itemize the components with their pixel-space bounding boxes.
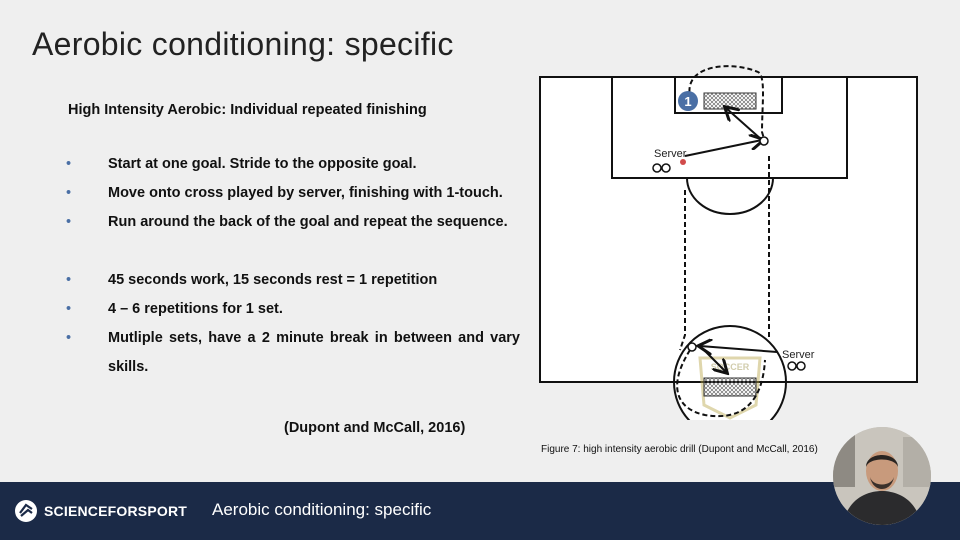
bullet-item: • Run around the back of the goal and rep…: [66, 208, 520, 237]
webcam-overlay: [833, 427, 931, 525]
bullet-marker: •: [66, 214, 72, 230]
bullet-text: Move onto cross played by server, finish…: [108, 185, 503, 201]
top-penalty-arc: [686, 177, 774, 215]
pass-arrow-top: [684, 140, 762, 157]
drill-diagram: SOCCER 1 Server Server: [539, 65, 918, 420]
watermark-logo: SOCCER: [698, 356, 762, 420]
bullet-item: • Mutliple sets, have a 2 minute break in…: [66, 324, 520, 382]
shot-arrow-bottom: [699, 345, 726, 372]
shot-arrow-top: [726, 108, 763, 141]
soccer-ball-icon: [787, 361, 797, 371]
run-path-left: [679, 65, 766, 351]
bullet-text: 45 seconds work, 15 seconds rest = 1 rep…: [108, 272, 438, 288]
pass-arrow-bottom: [700, 346, 778, 352]
bullet-item: • 4 – 6 repetitions for 1 set.: [66, 295, 520, 324]
soccer-ball-icon: [759, 136, 769, 146]
soccer-ball-icon: [652, 163, 662, 173]
bullet-marker: •: [66, 156, 72, 172]
figure-caption: Figure 7: high intensity aerobic drill (…: [541, 444, 818, 455]
bullet-text: Run around the back of the goal and repe…: [108, 214, 508, 230]
server-label-bottom: Server: [782, 349, 815, 361]
server-marker-top: [680, 159, 686, 165]
brand: SCIENCEFORSPORT: [14, 482, 187, 540]
soccer-ball-icon: [687, 342, 697, 352]
watermark-text: SOCCER: [711, 362, 750, 372]
footer-title: Aerobic conditioning: specific: [212, 500, 432, 519]
player-number: 1: [684, 94, 691, 109]
scienceforsport-logo-icon: [15, 500, 37, 522]
bullet-text: Mutliple sets, have a 2 minute break in …: [108, 330, 520, 375]
footer-bar: SCIENCEFORSPORT Aerobic conditioning: sp…: [0, 482, 960, 540]
slide-title: Aerobic conditioning: specific: [32, 26, 454, 62]
bullet-list: • Start at one goal. Stride to the opposi…: [66, 150, 520, 382]
presenter-video: [833, 427, 931, 525]
bullet-item: • Move onto cross played by server, finis…: [66, 179, 520, 208]
bottom-goal-net: [703, 377, 757, 397]
slide-subtitle: High Intensity Aerobic: Individual repea…: [68, 102, 427, 118]
bullet-marker: •: [66, 301, 72, 317]
bullet-marker: •: [66, 272, 72, 288]
citation: (Dupont and McCall, 2016): [284, 420, 466, 436]
brand-name: SCIENCEFORSPORT: [44, 503, 188, 519]
soccer-ball-icon: [796, 361, 806, 371]
run-path-right: [676, 156, 770, 418]
bullet-text: 4 – 6 repetitions for 1 set.: [108, 301, 283, 317]
bullet-item: • Start at one goal. Stride to the opposi…: [66, 150, 520, 179]
bullet-item: • 45 seconds work, 15 seconds rest = 1 re…: [66, 266, 520, 295]
bullet-marker: •: [66, 330, 72, 346]
soccer-ball-icon: [661, 163, 671, 173]
server-label-top: Server: [654, 148, 687, 160]
top-goal-net: [703, 92, 757, 110]
player-marker: [678, 91, 698, 111]
bullet-text: Start at one goal. Stride to the opposit…: [108, 156, 417, 172]
bullet-marker: •: [66, 185, 72, 201]
